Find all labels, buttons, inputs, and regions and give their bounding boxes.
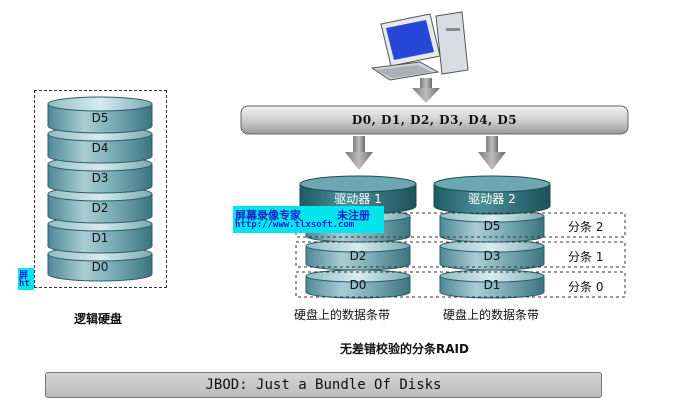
data-bus [240,105,629,135]
drive-1-stripe-D0: D0 [349,278,367,292]
down-arrow-icon [478,136,506,170]
watermark: 屏幕录像专家 未注册 http://www.tlxsoft.com [233,206,384,233]
drive-2-label: 驱动器 2 [468,192,516,206]
disk-label-D1: D1 [91,231,109,245]
drive-2-stripe-D3: D3 [483,249,501,263]
watermark-url: http://www.tlxsoft.com [235,220,355,230]
drive-2-caption: 硬盘上的数据条带 [443,308,540,322]
disk-label-D4: D4 [91,141,109,155]
bottom-banner-text: JBOD: Just a Bundle Of Disks [205,377,442,393]
watermark-small-1: 屏 [19,271,29,281]
drive-2-stack [433,175,551,299]
drive-1-caption: 硬盘上的数据条带 [294,308,391,322]
watermark-unregistered: 未注册 [337,209,370,222]
watermark-title: 屏幕录像专家 [235,209,301,222]
stripe-row-0 [295,271,626,298]
drive-2-stripe-D5: D5 [483,219,501,233]
drive-2-stripe-D1: D1 [483,278,501,292]
disk-label-D5: D5 [91,111,109,125]
raid-caption: 无差错校验的分条RAID [340,342,469,356]
bus-label: D0, D1, D2, D3, D4, D5 [351,113,518,127]
stripe-label-2: 分条 2 [568,220,604,234]
logical-disk-title: 逻辑硬盘 [74,312,123,326]
stripe-row-1 [295,241,626,268]
stripe-label-0: 分条 0 [568,280,604,294]
logical-disk-frame [34,90,167,288]
disk-D5 [47,96,153,134]
stripe-row-2 [295,212,626,238]
disk-label-D0: D0 [91,260,109,274]
computer-icon [370,11,469,81]
drive-1-label: 驱动器 1 [334,192,382,206]
watermark-small-2: ht [19,279,30,289]
down-arrow-icon [345,136,373,170]
watermark-small: 屏 ht [18,268,34,290]
stripe-label-1: 分条 1 [568,250,604,264]
disk-label-D3: D3 [91,171,109,185]
left-disk-stack [47,96,153,282]
drive-1-stripe-D2: D2 [349,249,367,263]
bottom-banner: JBOD: Just a Bundle Of Disks [45,372,602,398]
drive-1-stack [299,175,417,299]
down-arrow-icon [412,78,440,103]
disk-label-D2: D2 [91,201,109,215]
